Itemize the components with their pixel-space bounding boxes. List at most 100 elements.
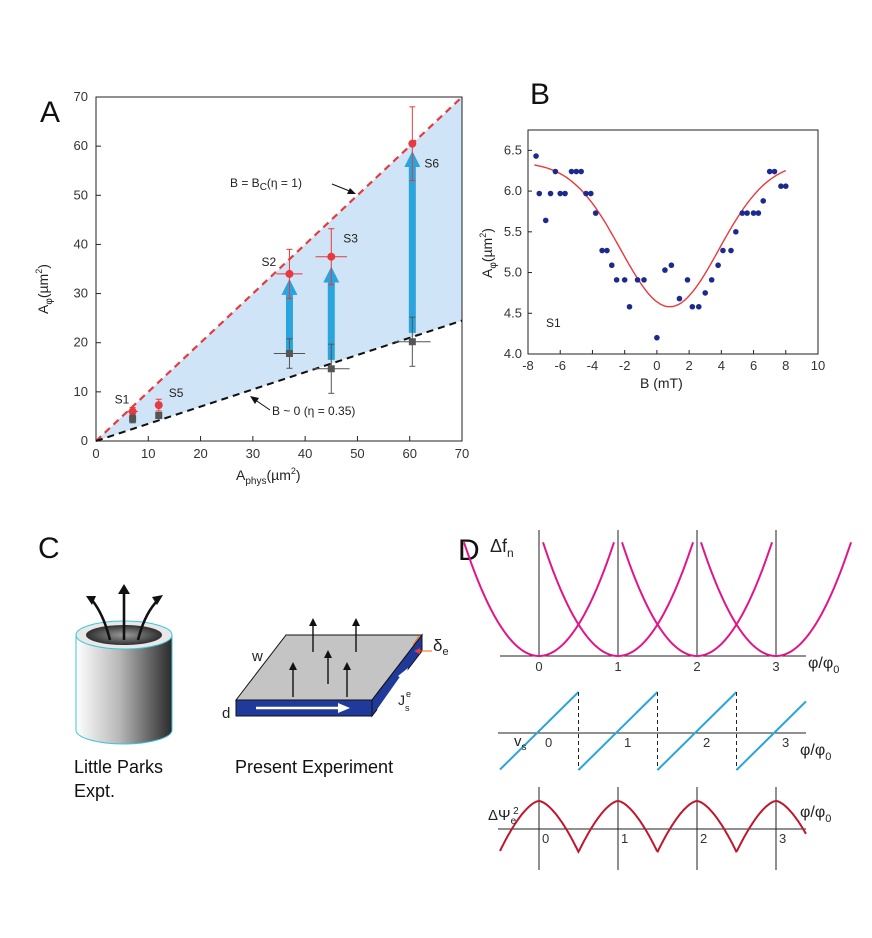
data-point — [578, 168, 584, 175]
slab-thickness-label: d — [222, 705, 230, 722]
x-tick-label: -6 — [554, 358, 566, 373]
x-tick-label: 0 — [92, 446, 99, 461]
upper-line-label: B = BC(η = 1) — [230, 176, 302, 193]
d-mid-ylabel: vs — [514, 733, 527, 753]
lower-point — [129, 415, 137, 423]
upper-line-pointer-head — [347, 188, 356, 194]
plot-b-annotation: S1 — [546, 316, 561, 330]
d-top-ylabel: Δfn — [490, 536, 514, 560]
data-point — [771, 168, 778, 175]
d-top-parabola — [462, 541, 615, 658]
y-tick-label: 60 — [74, 138, 88, 153]
data-point — [755, 210, 762, 216]
data-point — [702, 290, 709, 296]
y-tick-label: 4.0 — [504, 346, 522, 361]
thin-film-slab — [234, 618, 432, 718]
x-tick-label: 40 — [298, 446, 312, 461]
x-tick-label: -8 — [522, 358, 534, 373]
measured-point — [408, 139, 417, 148]
data-point — [689, 303, 696, 310]
d-mid-xlabel: φ/φ0 — [800, 742, 831, 763]
data-point — [668, 262, 675, 269]
data-point — [613, 277, 620, 283]
d-top-tick-label: 0 — [535, 659, 542, 674]
lower-line-pointer-head — [250, 396, 259, 404]
d-bot-tick-label: 1 — [621, 831, 628, 846]
panel-a-letter: A — [40, 96, 60, 129]
left-caption-line2: Expt. — [74, 781, 115, 801]
d-mid-tick-label: 3 — [782, 735, 789, 750]
data-point — [604, 247, 610, 254]
d-top-tick-label: 2 — [693, 659, 700, 674]
panel-c: C Little Parks Expt. — [38, 532, 449, 801]
data-point — [662, 267, 668, 273]
data-point — [583, 190, 589, 197]
d-mid-segment — [499, 691, 580, 771]
fit-curve — [534, 164, 787, 308]
d-top-tick-label: 1 — [614, 659, 621, 674]
y-tick-label: 4.5 — [504, 305, 522, 320]
measured-point — [285, 269, 294, 278]
data-point — [542, 217, 549, 224]
measured-point — [128, 407, 137, 416]
x-tick-label: 30 — [246, 446, 260, 461]
plot-b-ylabel: Aφ(µm2) — [478, 228, 499, 278]
x-tick-label: 60 — [402, 446, 416, 461]
d-bot-xlabel: φ/φ0 — [800, 804, 831, 825]
point-label: S2 — [261, 255, 276, 269]
y-tick-label: 0 — [81, 433, 88, 448]
left-caption-line1: Little Parks — [74, 757, 163, 777]
data-point — [641, 277, 647, 283]
plot-b-frame — [527, 129, 819, 355]
d-mid-segment — [577, 691, 659, 771]
lower-line-label: B ~ 0 (η = 0.35) — [272, 404, 355, 418]
d-bot-tick-label: 0 — [542, 831, 549, 846]
point-label: S6 — [424, 157, 439, 171]
data-point — [533, 153, 539, 159]
panel-d-letter: D — [458, 534, 480, 567]
d-bot-tick-label: 3 — [779, 831, 786, 846]
d-mid-tick-label: 2 — [703, 735, 710, 750]
data-point — [760, 198, 767, 204]
d-top-xlabel: φ/φ0 — [808, 655, 839, 676]
x-tick-label: 0 — [653, 358, 660, 373]
d-top-parabola — [621, 541, 774, 658]
data-point — [739, 210, 746, 216]
x-tick-label: 4 — [718, 358, 725, 373]
point-label: S5 — [169, 386, 184, 400]
plot-b-points — [533, 153, 789, 341]
x-tick-label: 8 — [782, 358, 789, 373]
upper-line-pointer — [331, 183, 353, 193]
x-tick-label: 50 — [350, 446, 364, 461]
panel-b-letter: B — [530, 78, 550, 111]
penetration-depth-label: δe — [433, 636, 449, 658]
plot-b-xlabel: B (mT) — [640, 375, 683, 391]
y-tick-label: 10 — [74, 384, 88, 399]
x-tick-label: 2 — [685, 358, 692, 373]
little-parks-cylinder — [75, 584, 173, 745]
y-tick-label: 5.5 — [504, 224, 522, 239]
lower-bound-line — [95, 319, 463, 442]
lower-point — [285, 350, 293, 358]
y-tick-label: 70 — [74, 89, 88, 104]
plot-a-ylabel: Aφ(µm2) — [34, 264, 55, 314]
data-point — [562, 190, 568, 197]
plot-a-frame — [95, 96, 463, 442]
y-tick-label: 30 — [74, 286, 88, 301]
data-point — [778, 183, 784, 190]
d-top-parabola — [700, 541, 853, 658]
d-mid-segment — [656, 691, 738, 771]
data-point — [557, 190, 564, 197]
data-point — [733, 229, 739, 235]
data-point — [626, 303, 633, 310]
measured-point — [154, 401, 163, 410]
lower-point — [327, 365, 335, 373]
y-tick-label: 20 — [74, 335, 88, 350]
d-top-parabola — [542, 541, 695, 658]
